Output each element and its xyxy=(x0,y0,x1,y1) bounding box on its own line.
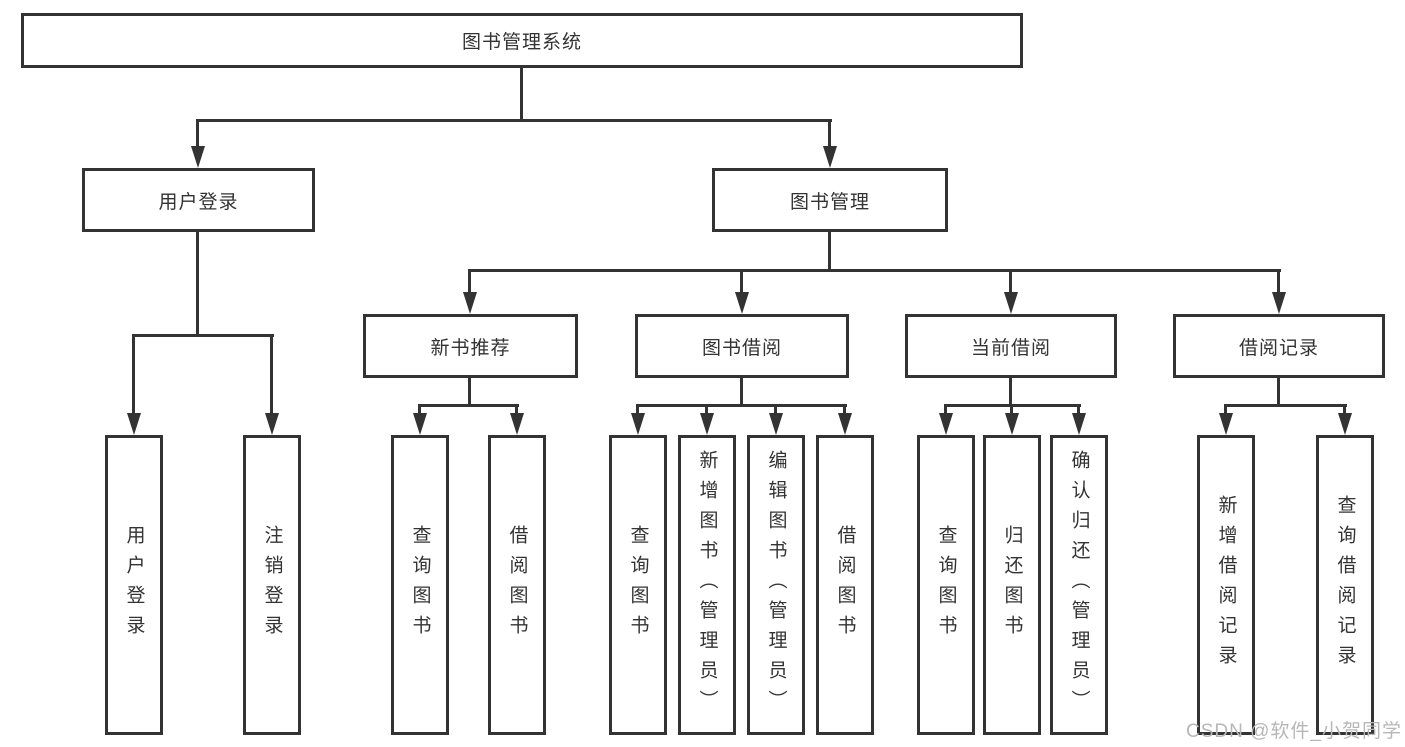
leaf-query-book-1: 查询图书 xyxy=(391,435,449,735)
connector-drop-line xyxy=(1277,271,1280,297)
connector-drop-line xyxy=(132,336,135,418)
connector-stem-line xyxy=(468,378,471,407)
arrowhead-down-icon xyxy=(1338,413,1352,435)
arrowhead-down-icon xyxy=(463,292,477,314)
arrowhead-down-icon xyxy=(127,413,141,435)
connector-drop-line xyxy=(515,406,518,418)
connector-drop-line xyxy=(270,336,273,418)
leaf-edit-book-admin: 编辑图书（管理员） xyxy=(747,435,805,735)
watermark: CSDN @软件_小贺同学 xyxy=(1186,721,1402,742)
leaf-query-borrow-record: 查询借阅记录 xyxy=(1316,435,1374,735)
arrowhead-down-icon xyxy=(1219,413,1233,435)
connector-bar-line xyxy=(196,119,832,122)
connector-drop-line xyxy=(196,121,199,151)
connector-bar-line xyxy=(468,269,1281,272)
connector-drop-line xyxy=(1009,271,1012,297)
connector-drop-line xyxy=(843,406,846,418)
node-user-login: 用户登录 xyxy=(82,168,315,232)
node-current-borrow: 当前借阅 xyxy=(905,314,1117,378)
connector-drop-line xyxy=(1224,406,1227,418)
connector-drop-line xyxy=(1343,406,1346,418)
arrowhead-down-icon xyxy=(823,146,837,168)
arrowhead-down-icon xyxy=(631,413,645,435)
leaf-return-book: 归还图书 xyxy=(983,435,1041,735)
arrowhead-down-icon xyxy=(191,146,205,168)
connector-stem-line xyxy=(1009,378,1012,407)
connector-bar-line xyxy=(636,404,847,407)
node-book-management: 图书管理 xyxy=(712,168,948,232)
node-new-book-recommend: 新书推荐 xyxy=(363,314,578,378)
arrowhead-down-icon xyxy=(510,413,524,435)
leaf-logout: 注销登录 xyxy=(243,435,301,735)
arrowhead-down-icon xyxy=(939,413,953,435)
connector-drop-line xyxy=(1010,406,1013,418)
leaf-query-book-2: 查询图书 xyxy=(609,435,667,735)
connector-drop-line xyxy=(418,406,421,418)
connector-bar-line xyxy=(132,334,274,337)
leaf-add-borrow-record: 新增借阅记录 xyxy=(1197,435,1255,735)
leaf-query-book-3: 查询图书 xyxy=(917,435,975,735)
arrowhead-down-icon xyxy=(769,413,783,435)
node-borrow-record: 借阅记录 xyxy=(1173,314,1385,378)
arrowhead-down-icon xyxy=(1005,413,1019,435)
node-book-borrow: 图书借阅 xyxy=(635,314,849,378)
connector-drop-line xyxy=(740,271,743,297)
arrowhead-down-icon xyxy=(265,413,279,435)
arrowhead-down-icon xyxy=(1004,292,1018,314)
leaf-borrow-book-2: 借阅图书 xyxy=(816,435,874,735)
leaf-borrow-book-1: 借阅图书 xyxy=(488,435,546,735)
connector-stem-line xyxy=(1277,378,1280,407)
node-root-library-system: 图书管理系统 xyxy=(21,13,1023,68)
connector-bar-line xyxy=(418,404,519,407)
arrowhead-down-icon xyxy=(413,413,427,435)
leaf-add-book-admin: 新增图书（管理员） xyxy=(678,435,736,735)
arrowhead-down-icon xyxy=(700,413,714,435)
connector-stem-line xyxy=(740,378,743,407)
connector-bar-line xyxy=(944,404,1081,407)
arrowhead-down-icon xyxy=(838,413,852,435)
arrowhead-down-icon xyxy=(1272,292,1286,314)
connector-stem-line xyxy=(520,68,523,122)
connector-drop-line xyxy=(1077,406,1080,418)
connector-drop-line xyxy=(828,121,831,151)
connector-drop-line xyxy=(944,406,947,418)
leaf-confirm-return-admin: 确认归还（管理员） xyxy=(1050,435,1108,735)
connector-drop-line xyxy=(636,406,639,418)
connector-stem-line xyxy=(196,232,199,337)
connector-stem-line xyxy=(828,232,831,272)
connector-drop-line xyxy=(468,271,471,297)
arrowhead-down-icon xyxy=(1072,413,1086,435)
arrowhead-down-icon xyxy=(735,292,749,314)
connector-drop-line xyxy=(774,406,777,418)
connector-drop-line xyxy=(705,406,708,418)
connector-bar-line xyxy=(1224,404,1347,407)
leaf-user-login: 用户登录 xyxy=(105,435,163,735)
